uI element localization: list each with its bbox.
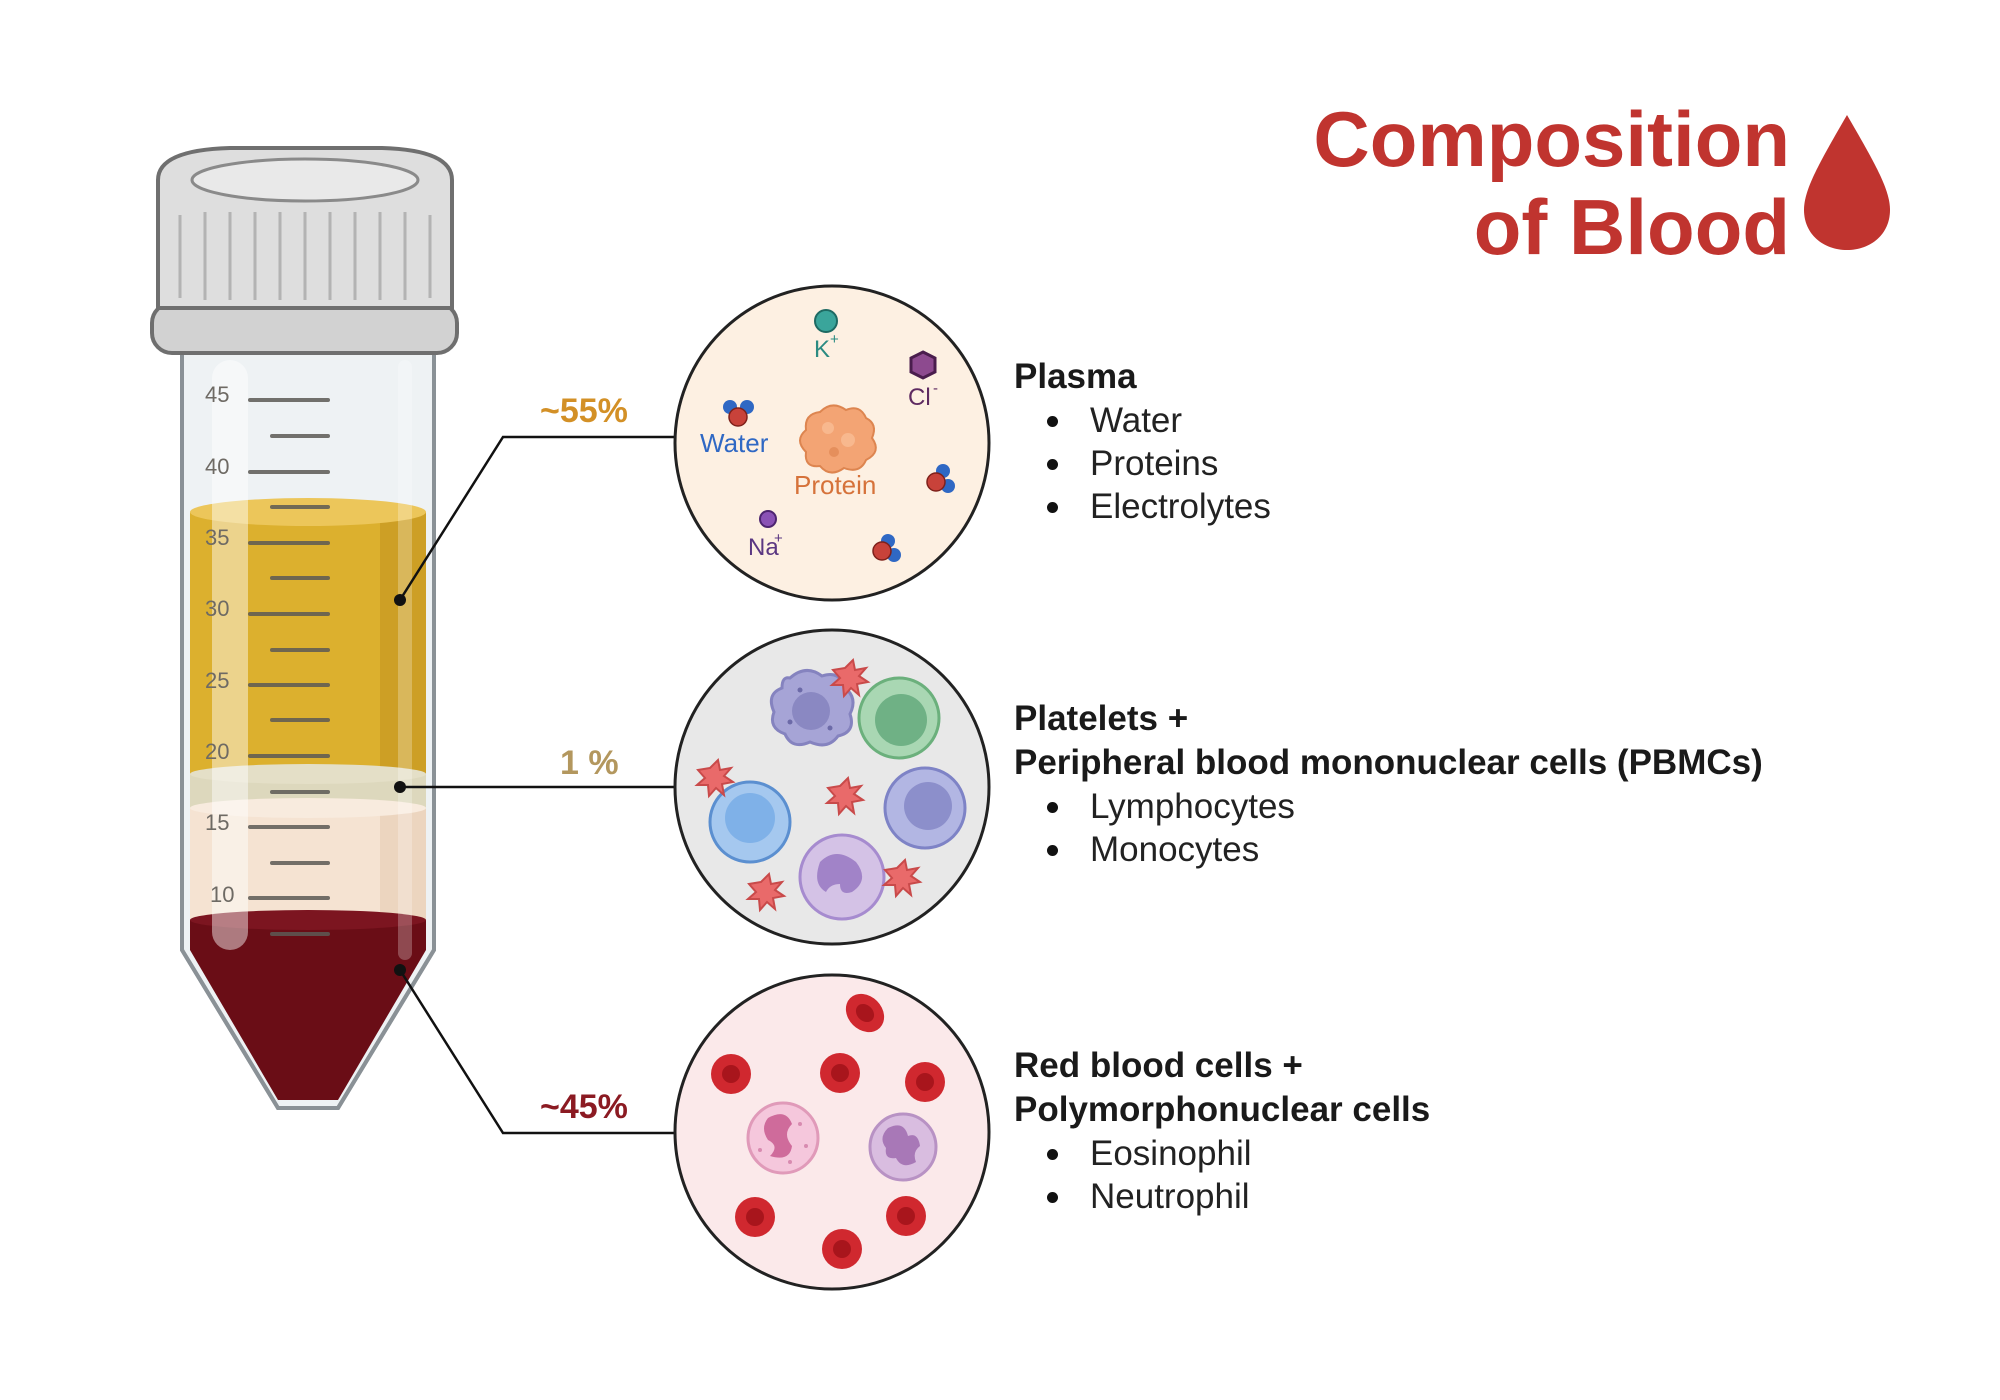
protein-icon	[799, 404, 877, 474]
pbmc-description: Platelets + Peripheral blood mononuclear…	[1014, 697, 1763, 871]
connector-dot-pbmc	[394, 781, 406, 793]
red-blood-cell-icon	[845, 993, 885, 1033]
monocyte-icon	[798, 833, 886, 921]
water-molecule-icon	[723, 400, 754, 427]
connector-plasma	[398, 435, 677, 601]
monocyte-icon	[769, 669, 855, 747]
title-line-1: Composition	[1313, 95, 1790, 183]
red-blood-cell-icon	[822, 1229, 862, 1269]
pbmc-circle	[673, 628, 991, 946]
rbc-group	[711, 993, 945, 1269]
plasma-item-list: Water Proteins Electrolytes	[1014, 399, 1271, 528]
red-blood-cell-icon	[886, 1196, 926, 1236]
eosinophil-icon	[746, 1101, 820, 1175]
list-item: Eosinophil	[1014, 1132, 1430, 1175]
list-item: Proteins	[1014, 442, 1271, 485]
plasma-surface	[190, 498, 426, 526]
water-molecule-icon	[872, 534, 901, 562]
list-item: Water	[1014, 399, 1271, 442]
scale-label-20: 20	[205, 739, 229, 764]
plasma-description: Plasma Water Proteins Electrolytes	[1014, 355, 1271, 528]
rbc-item-list: Eosinophil Neutrophil	[1014, 1132, 1430, 1218]
connector-rbc	[398, 969, 677, 1135]
plasma-percent: ~55%	[540, 392, 628, 430]
red-blood-cell-icon	[735, 1197, 775, 1237]
rbc-heading-line-2: Polymorphonuclear cells	[1014, 1090, 1431, 1129]
lymphocyte-icon	[708, 780, 792, 864]
scale-label-35: 35	[205, 525, 229, 550]
scale-label-15: 15	[205, 810, 229, 835]
pbmc-percent: 1 %	[560, 744, 619, 782]
list-item: Neutrophil	[1014, 1175, 1430, 1218]
platelet-group	[694, 657, 923, 913]
list-item: Monocytes	[1014, 828, 1763, 871]
potassium-ion-icon	[814, 309, 838, 333]
water-molecule-icon	[926, 464, 955, 493]
list-item: Lymphocytes	[1014, 785, 1763, 828]
title-line-2: of Blood	[1473, 183, 1790, 271]
centrifuge-tube: 45 40 35 30 25 20 15 10	[150, 146, 459, 1110]
connector-lines	[398, 435, 677, 1135]
scale-label-30: 30	[205, 596, 229, 621]
platelet-icon	[745, 871, 787, 913]
pbmc-heading-line-1: Platelets +	[1014, 699, 1189, 738]
cl-label: Cl	[908, 384, 931, 411]
protein-label: Protein	[794, 470, 876, 500]
pbmc-heading-line-2: Peripheral blood mononuclear cells (PBMC…	[1014, 743, 1763, 782]
k-sup: +	[830, 331, 839, 348]
cl-sup: -	[933, 380, 938, 397]
neutrophil-icon	[868, 1112, 938, 1182]
red-blood-cell-icon	[711, 1054, 751, 1094]
title: Composition of Blood	[1200, 95, 1790, 271]
blood-drop-icon	[1804, 115, 1890, 250]
rbc-heading-line-1: Red blood cells +	[1014, 1046, 1303, 1085]
scale-label-10: 10	[210, 882, 234, 907]
k-label: K	[814, 336, 830, 363]
scale-label-25: 25	[205, 668, 229, 693]
rbc-circle	[673, 973, 991, 1291]
rbc-percent: ~45%	[540, 1088, 628, 1126]
plasma-circle: K + Cl - Water Protein Na	[673, 284, 991, 602]
pbmc-item-list: Lymphocytes Monocytes	[1014, 785, 1763, 871]
scale-label-45: 45	[205, 382, 229, 407]
list-item: Electrolytes	[1014, 485, 1271, 528]
platelet-icon	[694, 757, 736, 799]
red-blood-cell-icon	[820, 1053, 860, 1093]
plasma-heading: Plasma	[1014, 357, 1137, 396]
rbc-layer	[190, 920, 426, 1100]
lymphocyte-icon	[883, 766, 967, 850]
platelet-icon	[829, 657, 871, 699]
red-blood-cell-icon	[905, 1062, 945, 1102]
connector-dot-plasma	[394, 594, 406, 606]
connector-dot-rbc	[394, 964, 406, 976]
tube-cap	[150, 146, 459, 355]
lymphocyte-icon	[857, 676, 941, 760]
graduation-marks	[248, 398, 330, 936]
scale-label-40: 40	[205, 454, 229, 479]
na-label: Na	[748, 534, 779, 561]
chloride-ion-icon	[909, 350, 937, 380]
water-label: Water	[700, 428, 769, 458]
na-sup: +	[774, 530, 783, 547]
platelet-icon	[824, 775, 866, 817]
sodium-ion-icon	[759, 510, 777, 528]
rbc-description: Red blood cells + Polymorphonuclear cell…	[1014, 1044, 1430, 1218]
platelet-icon	[881, 857, 923, 899]
